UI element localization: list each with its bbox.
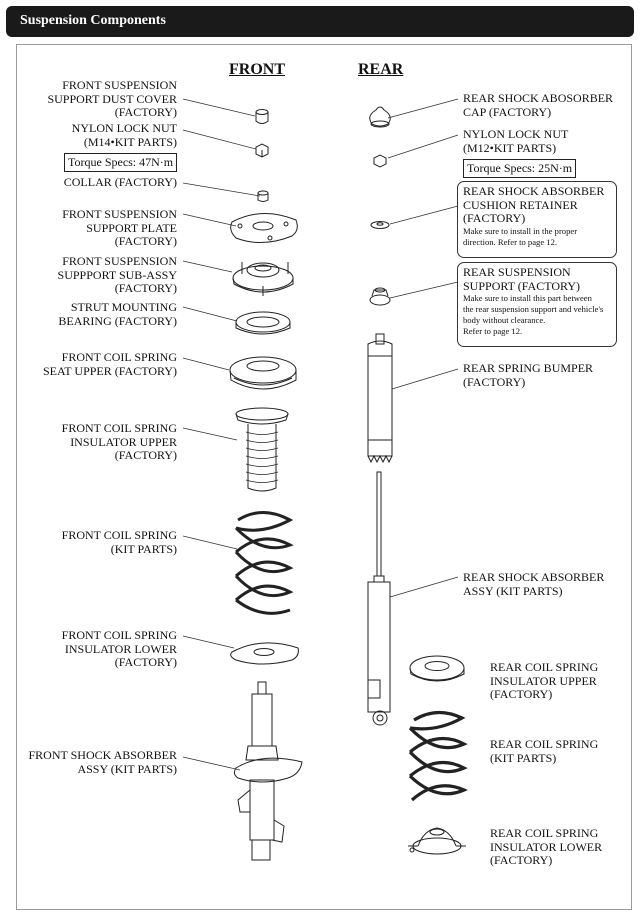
rear-cap-part	[369, 106, 391, 128]
front-shock-absorber-part	[233, 681, 303, 861]
rear-lock-nut-part	[373, 154, 387, 168]
front-column-heading: FRONT	[229, 61, 285, 78]
label-rear-nylon-lock-nut: NYLON LOCK NUT(M12•KIT PARTS)	[463, 127, 569, 155]
strut-bearing-part	[235, 311, 291, 335]
rear-shock-absorber-part	[367, 471, 391, 726]
front-collar-part	[257, 190, 269, 202]
rear-coil-spring-part	[408, 710, 468, 802]
label-front-collar: COLLAR (FACTORY)	[63, 175, 177, 189]
label-rear-coil-spring: REAR COIL SPRING(KIT PARTS)	[490, 737, 599, 765]
front-insulator-lower-part	[230, 642, 299, 665]
rear-suspension-support-callout: REAR SUSPENSION SUPPORT (FACTORY) Make s…	[457, 262, 617, 347]
front-support-sub-assy-part	[232, 262, 294, 296]
rear-cushion-retainer-callout: REAR SHOCK ABSORBER CUSHION RETAINER (FA…	[457, 181, 617, 258]
label-front-nylon-lock-nut: NYLON LOCK NUT(M14•KIT PARTS)	[71, 121, 177, 149]
front-lock-nut-part	[255, 143, 269, 158]
section-header: Suspension Components	[6, 6, 634, 37]
diagram-frame	[16, 44, 632, 910]
section-title: Suspension Components	[20, 13, 166, 28]
label-front-coil-spring: FRONT COIL SPRING(KIT PARTS)	[61, 528, 177, 556]
leader-lines	[182, 98, 459, 771]
front-coil-spring-part	[234, 511, 294, 615]
front-support-plate-part	[230, 212, 298, 243]
rear-cushion-retainer-part	[370, 221, 390, 229]
rear-torque-spec: Torque Specs: 25N·m	[463, 159, 577, 178]
rear-suspension-support-part	[369, 287, 391, 306]
front-insulator-upper-part	[235, 407, 289, 492]
front-spring-seat-upper-part	[229, 356, 297, 390]
front-dust-cover-part	[255, 109, 269, 124]
rear-insulator-upper-part	[409, 655, 465, 682]
rear-insulator-lower-part	[408, 827, 466, 855]
rear-column-heading: REAR	[358, 61, 404, 78]
front-torque-spec: Torque Specs: 47N·m	[64, 153, 178, 172]
rear-spring-bumper-part	[367, 333, 393, 464]
label-rear-spring-bumper: REAR SPRING BUMPER(FACTORY)	[463, 361, 594, 389]
